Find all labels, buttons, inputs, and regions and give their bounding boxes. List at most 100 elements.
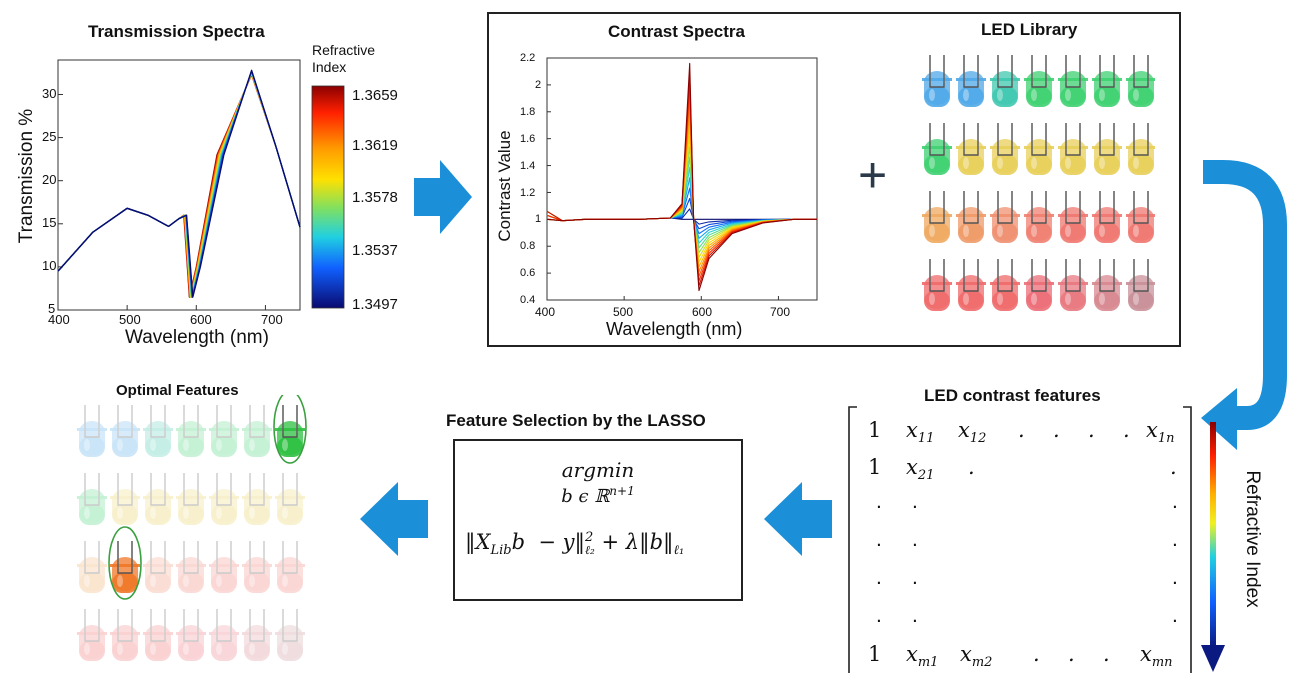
led-icon: [1024, 259, 1054, 311]
y-tick: 20: [42, 172, 57, 187]
matrix-cell: x1n: [1146, 418, 1175, 447]
lasso-title: Feature Selection by the LASSO: [446, 411, 706, 430]
led-icon: [922, 259, 952, 311]
led-icon: [1024, 123, 1054, 175]
y-tick: 1.6: [520, 133, 536, 145]
contrast-title: Contrast Spectra: [608, 22, 745, 41]
plot-area: [57, 59, 301, 311]
matrix-cell: x21: [906, 455, 935, 484]
led-icon: [110, 473, 140, 525]
refractive-index-arrow: [1201, 422, 1225, 672]
led-icon: [77, 609, 107, 661]
led-icon: [77, 541, 107, 593]
arrow-left-icon: [764, 482, 832, 556]
led-icon: [1126, 259, 1155, 311]
matrix-cell: .: [1103, 642, 1110, 666]
lasso-box: [453, 439, 743, 601]
matrix-cell: 1: [868, 642, 882, 666]
led-icon: [143, 405, 173, 457]
y-tick: 1.8: [520, 106, 536, 118]
matrix-cell: .: [1018, 418, 1025, 442]
led-icon: [110, 609, 140, 661]
y-tick: 10: [42, 258, 57, 273]
transmission-chart: [57, 59, 345, 311]
matrix-cell: 1: [868, 455, 882, 479]
y-tick: 25: [42, 129, 57, 144]
led-icon: [143, 609, 173, 661]
x-tick: 400: [48, 312, 70, 327]
matrix-cell: x12: [958, 418, 987, 447]
optimal-title: Optimal Features: [116, 382, 239, 399]
x-tick: 600: [190, 312, 212, 327]
transmission-ylabel: Transmission %: [16, 108, 37, 244]
led-icon: [1058, 123, 1088, 175]
led-icon: [77, 405, 107, 457]
curved-arrow-icon: [1201, 160, 1287, 450]
led-icon: [1126, 191, 1155, 243]
led-icon: [242, 541, 272, 593]
contrast-led-frame: [487, 12, 1181, 347]
contrast-ylabel: Contrast Value: [495, 130, 514, 242]
series-line: [546, 62, 817, 292]
y-tick: 15: [42, 215, 57, 230]
led-icon: [176, 473, 206, 525]
x-tick: 600: [692, 305, 713, 319]
colorbar-tick: 1.3578: [352, 189, 398, 206]
led-icon: [1126, 55, 1155, 107]
y-tick: 2: [535, 79, 542, 91]
led-icon: [209, 609, 239, 661]
matrix-cell: .: [1170, 455, 1177, 479]
led-icon: [922, 123, 952, 175]
led-icon: [1058, 259, 1088, 311]
arrow-left-icon: [360, 482, 428, 556]
colorbar-tick: 1.3497: [352, 296, 398, 313]
led-icon: [242, 609, 272, 661]
y-tick: 1.4: [520, 160, 536, 172]
lasso-argmin: argmin: [561, 458, 635, 482]
led-icon: [110, 405, 140, 457]
matrix-cell: xmn: [1140, 642, 1173, 671]
y-tick: 2.2: [520, 52, 536, 64]
led-icon: [176, 541, 206, 593]
led-icon: [1024, 191, 1054, 243]
y-tick: 1: [535, 213, 542, 225]
x-tick: 700: [261, 312, 283, 327]
led-icon: [275, 541, 305, 593]
matrix-cell: x11: [906, 418, 935, 447]
y-tick: 0.8: [520, 240, 536, 252]
led-icon: [1092, 191, 1122, 243]
matrix-cell: xm1: [906, 642, 939, 671]
led-selected-icon: [110, 541, 140, 593]
led-icon: [956, 123, 986, 175]
led-icon: [956, 55, 986, 107]
led-icon: [922, 55, 952, 107]
led-icon: [1092, 123, 1122, 175]
led-features-title: LED contrast features: [924, 386, 1101, 405]
led-icon: [209, 541, 239, 593]
plot-area: [546, 57, 818, 301]
x-tick: 400: [535, 305, 556, 319]
y-tick: 1.2: [520, 187, 536, 199]
led-icon: [990, 123, 1020, 175]
led-icon: [209, 405, 239, 457]
colorbar-tick: 1.3537: [352, 242, 398, 259]
led-icon: [1126, 123, 1155, 175]
matrix-cell: 1: [868, 418, 882, 442]
matrix-cell: .: [1088, 418, 1095, 442]
led-icon: [176, 405, 206, 457]
x-tick: 500: [119, 312, 141, 327]
arrow-right-icon: [414, 160, 472, 234]
x-tick: 500: [613, 305, 634, 319]
y-tick: 0.6: [520, 267, 536, 279]
contrast-xlabel: Wavelength (nm): [606, 319, 743, 339]
series-line: [57, 69, 301, 298]
led-icon: [956, 259, 986, 311]
led-icon: [209, 473, 239, 525]
x-tick: 700: [770, 305, 791, 319]
selection-ring: [273, 395, 307, 464]
transmission-xlabel: Wavelength (nm): [125, 327, 269, 348]
refractive-index-label: Refractive Index: [1242, 470, 1263, 608]
led-library-title: LED Library: [981, 20, 1078, 39]
contrast-chart: [546, 57, 818, 301]
